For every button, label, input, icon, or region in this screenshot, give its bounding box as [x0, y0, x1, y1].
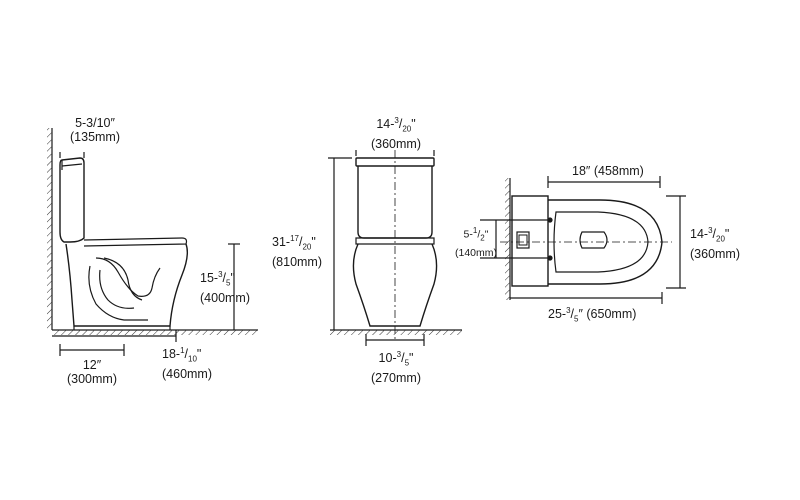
overall-width-imperial: 14-3/20": [690, 226, 730, 244]
overall-length-label: 25-3/5″ (650mm): [548, 304, 636, 327]
side-trapway: [88, 257, 161, 321]
bolt-bottom: [547, 255, 553, 261]
tank-depth-metric: (135mm): [70, 130, 121, 144]
depth-imperial: 18-1/10": [162, 346, 202, 364]
overall-length-imperial: 25-3/5″: [548, 306, 583, 324]
side-trap-loop: [103, 257, 143, 301]
seat-height-imperial: 15-3/5": [200, 270, 235, 288]
top-view: [480, 176, 686, 304]
top-tank: [511, 195, 549, 287]
tank-width-label: 14-3/20" (360mm): [366, 114, 426, 151]
front-floor-hatch: [330, 330, 462, 335]
seat-height-metric: (400mm): [200, 290, 251, 305]
bolt-top: [547, 217, 553, 223]
depth-metric: (460mm): [162, 366, 213, 381]
bolt-spacing-label: 5-1/2" (140mm): [452, 224, 500, 260]
base-width-imperial: 10-3/5": [378, 350, 414, 368]
seat-height-label: 15-3/5" (400mm): [200, 268, 250, 305]
base-width-label: 10-3/5" (270mm): [365, 348, 427, 385]
total-height-metric: (810mm): [272, 254, 323, 269]
bowl-length-imperial: 18″: [572, 164, 591, 178]
overall-width-metric: (360mm): [690, 246, 741, 261]
flush-button: [516, 231, 530, 249]
total-height-imperial: 31-17/20": [272, 234, 316, 252]
rough-in-metric: (300mm): [66, 372, 117, 386]
depth-label: 18-1/10" (460mm): [162, 344, 212, 381]
tank-width-metric: (360mm): [370, 136, 421, 151]
front-seat: [355, 237, 435, 245]
tank-width-imperial: 14-3/20": [376, 116, 416, 134]
bolt-spacing-imperial: 5-1/2": [463, 226, 489, 243]
side-seat: [83, 237, 188, 247]
overall-width-label: 14-3/20" (360mm): [690, 224, 740, 261]
rough-in-label: 12″ (300mm): [62, 358, 122, 386]
bolt-spacing-metric: (140mm): [454, 246, 497, 259]
top-bowl-opening: [579, 231, 608, 249]
side-base-foot: [73, 326, 171, 330]
tank-depth-label: 5-3/10″ (135mm): [70, 116, 120, 144]
side-tank-lid: [61, 160, 83, 170]
side-floor-hatch: [52, 330, 258, 335]
side-view: [47, 128, 258, 356]
top-wall-hatch: [505, 178, 510, 300]
front-view: [328, 150, 462, 346]
base-width-metric: (270mm): [370, 370, 421, 385]
side-wall-hatch: [47, 128, 52, 330]
side-tank: [59, 157, 85, 243]
overall-length-metric: (650mm): [586, 307, 637, 322]
bowl-length-metric: (458mm): [593, 164, 644, 178]
top-seat-inner: [553, 211, 649, 273]
total-height-label: 31-17/20" (810mm): [272, 232, 322, 269]
bowl-length-label: 18″ (458mm): [572, 164, 644, 178]
side-bowl: [65, 243, 189, 327]
tank-depth-imperial: 5-3/10″: [75, 116, 115, 130]
rough-in-imperial: 12″: [82, 358, 102, 372]
